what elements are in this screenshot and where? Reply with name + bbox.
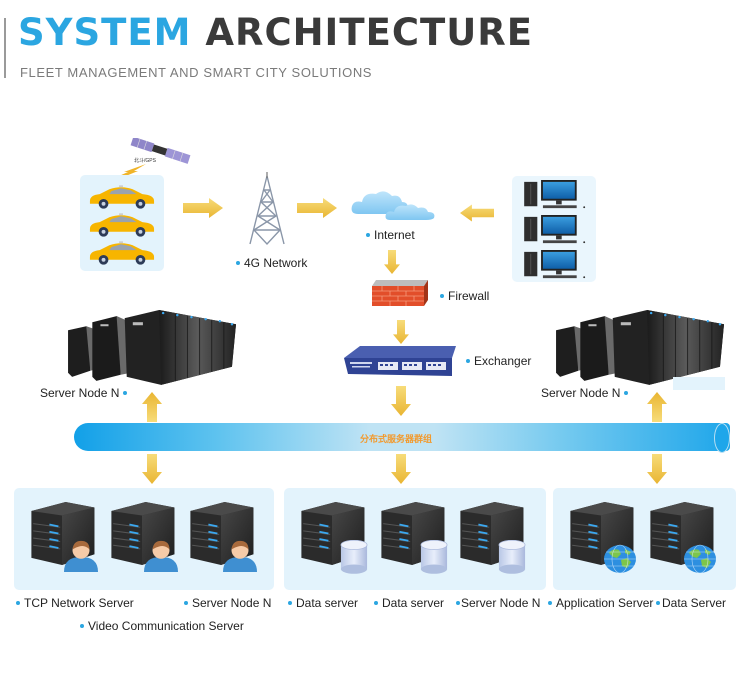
server-label: Data server	[370, 596, 444, 610]
arrow-up-icon	[142, 392, 162, 422]
server-label: TCP Network Server	[12, 596, 134, 610]
database-icon	[498, 540, 526, 574]
satellite-label: 北斗/GPS	[134, 158, 156, 164]
network-4g-label: 4G Network	[232, 256, 307, 270]
title-part-1: SYSTEM	[18, 11, 192, 54]
bus-end-cap	[714, 423, 730, 453]
bullet-dot	[123, 391, 128, 395]
cloud-icon	[350, 188, 436, 224]
arrow-right-icon	[296, 198, 338, 218]
satellite-icon	[128, 138, 194, 172]
internet-label: Internet	[362, 228, 415, 242]
distributed-server-bus	[74, 423, 730, 451]
firewall-label: Firewall	[436, 289, 489, 303]
desktop-computer-icon	[524, 180, 590, 210]
bullet-dot	[456, 601, 460, 605]
arrow-down-icon	[391, 453, 411, 485]
network-switch-icon	[344, 344, 456, 380]
server-cluster-icon	[64, 310, 236, 386]
arrow-right-icon	[182, 198, 224, 218]
bullet-dot	[548, 601, 552, 605]
vehicles-panel	[80, 175, 164, 271]
arrow-down-icon	[647, 453, 667, 485]
bullet-dot	[656, 601, 660, 605]
bullet-dot	[624, 391, 629, 395]
server-node-right-label: Server Node N	[541, 386, 632, 400]
server-label: Application Server	[544, 596, 653, 610]
cell-tower-icon	[244, 172, 290, 246]
bullet-dot	[466, 359, 470, 363]
client-computers-panel	[512, 176, 596, 282]
taxi-icon	[88, 185, 156, 209]
data-servers-panel	[284, 488, 546, 590]
database-icon	[340, 540, 368, 574]
bullet-dot	[16, 601, 20, 605]
server-label: Video Communication Server	[76, 619, 244, 633]
exchanger-label: Exchanger	[462, 354, 531, 368]
arrow-down-icon	[382, 250, 402, 274]
page-title: SYSTEM ARCHITECTURE	[18, 14, 533, 51]
globe-icon	[683, 544, 717, 574]
desktop-computer-icon	[524, 250, 590, 280]
server-label: Data server	[284, 596, 358, 610]
desktop-computer-icon	[524, 215, 590, 245]
application-servers-panel	[553, 488, 736, 590]
user-icon	[221, 538, 259, 572]
database-icon	[420, 540, 448, 574]
bullet-dot	[80, 624, 84, 628]
bus-label: 分布式服务器群组	[360, 434, 433, 444]
server-node-left-label: Server Node N	[40, 386, 131, 400]
user-icon	[142, 538, 180, 572]
highlight-box	[673, 377, 725, 390]
communication-servers-panel	[14, 488, 274, 590]
title-accent-bar	[4, 18, 6, 78]
bullet-dot	[374, 601, 378, 605]
title-part-2: ARCHITECTURE	[205, 11, 534, 54]
bullet-dot	[236, 261, 240, 265]
bullet-dot	[366, 233, 370, 237]
arrow-up-icon	[647, 392, 667, 422]
bullet-dot	[184, 601, 188, 605]
server-label: Server Node N	[180, 596, 271, 610]
arrow-left-icon	[460, 204, 494, 222]
bullet-dot	[288, 601, 292, 605]
arrow-down-icon	[142, 453, 162, 485]
server-label: Data Server	[652, 596, 726, 610]
bullet-dot	[440, 294, 444, 298]
server-label: Server Node N	[452, 596, 540, 610]
arrow-down-icon	[391, 386, 411, 416]
firewall-icon	[368, 280, 430, 308]
page-subtitle: FLEET MANAGEMENT AND SMART CITY SOLUTION…	[20, 65, 373, 80]
taxi-icon	[88, 213, 156, 237]
arrow-down-icon	[391, 320, 411, 344]
server-cluster-icon	[552, 310, 724, 386]
globe-icon	[603, 544, 637, 574]
user-icon	[62, 538, 100, 572]
taxi-icon	[88, 241, 156, 265]
